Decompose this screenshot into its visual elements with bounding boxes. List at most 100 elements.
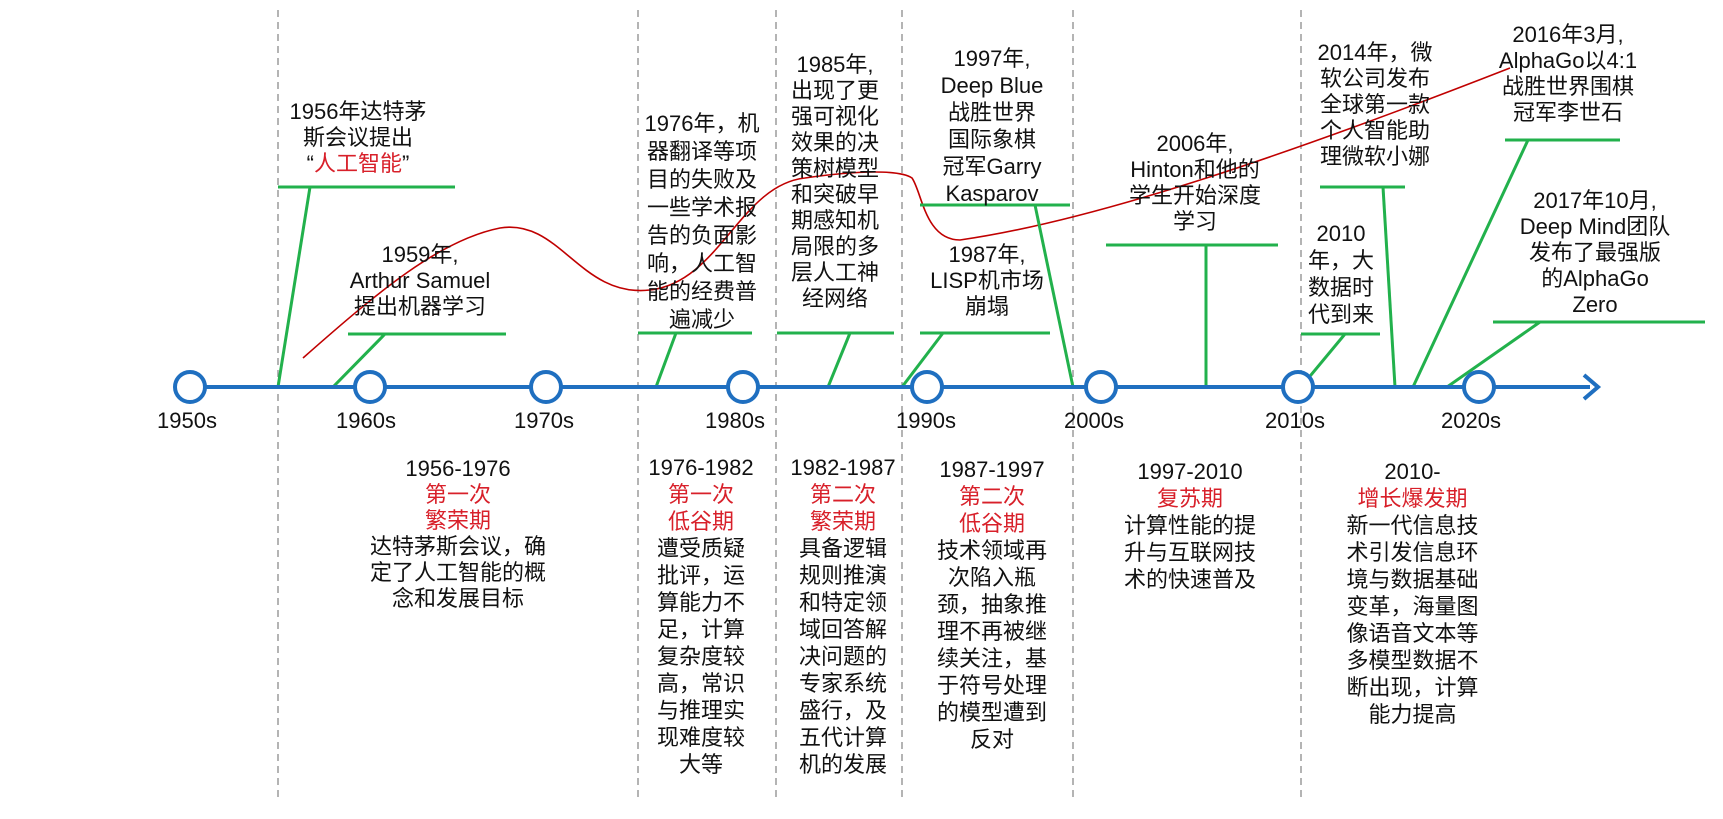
event-1959: 1959年, Arthur Samuel 提出机器学习 [325, 242, 515, 320]
leader-line [276, 186, 312, 388]
event-1959-line: 提出机器学习 [353, 294, 486, 319]
event-2010-line: 年，大 [1307, 248, 1374, 273]
period-2010: 2010- 增长爆发期 新一代信息技 术引发信息环 境与数据基础 变革，海量图 … [1320, 458, 1505, 728]
period-desc-line: 于符号处理 [936, 673, 1047, 698]
decade-marker [1281, 370, 1315, 404]
event-1976: 1976年，机 器翻译等项 目的失败及 一些学术报 告的负面影 响，人工智 能的… [632, 110, 772, 334]
leader-line [1033, 204, 1075, 388]
event-2016-line: 2016年3月, [1512, 22, 1624, 47]
event-1956-line: 1956年达特茅 [289, 99, 427, 124]
period-1987-1997: 1987-1997 第二次 低谷期 技术领域再 次陷入瓶 颈，抽象推 理不再被继… [917, 456, 1067, 753]
period-desc-line: 决问题的 [798, 644, 887, 669]
period-desc-line: 反对 [969, 727, 1014, 752]
period-desc-line: 理不再被继 [936, 619, 1047, 644]
event-1997-line: 冠军Garry [942, 154, 1042, 179]
period-name: 繁荣期 [424, 508, 491, 533]
event-2014: 2014年，微 软公司发布 全球第一款 个人智能助 理微软小娜 [1300, 40, 1450, 170]
event-2017-line: 发布了最强版 [1528, 240, 1661, 265]
decade-label: 2000s [1064, 408, 1124, 433]
event-1985-line: 策树模型 [790, 156, 879, 181]
period-1982-1987: 1982-1987 第二次 繁荣期 具备逻辑 规则推演 和特定领 域回答解 决问… [778, 454, 908, 778]
period-desc-line: 批评，运 [656, 563, 745, 588]
period-range: 1976-1982 [648, 455, 754, 480]
decade-label: 1960s [336, 408, 396, 433]
decade-marker [173, 370, 207, 404]
event-2014-line: 理微软小娜 [1319, 144, 1430, 169]
period-range: 1956-1976 [405, 456, 511, 481]
period-name: 第一次 [667, 482, 734, 507]
decade-label: 1950s [157, 408, 217, 433]
decade-label: 1980s [705, 408, 765, 433]
decade-label: 1970s [514, 408, 574, 433]
leader-line [1411, 139, 1530, 388]
event-1976-line: 1976年，机 [644, 111, 760, 136]
decade-label: 1990s [896, 408, 956, 433]
event-2017-line: 的AlphaGo [1541, 266, 1649, 291]
period-desc-line: 具备逻辑 [798, 536, 887, 561]
event-1956-highlight-line: “人工智能” [258, 151, 458, 177]
decade-marker [529, 370, 563, 404]
period-desc-line: 遭受质疑 [656, 536, 745, 561]
period-desc-line: 大等 [678, 752, 723, 777]
period-range: 2010- [1384, 459, 1441, 484]
leader-line [1446, 320, 1541, 389]
period-desc-line: 像语音文本等 [1346, 621, 1479, 646]
leader-line [900, 332, 945, 388]
event-1997-line: Kasparov [945, 181, 1039, 206]
event-2017-line: 2017年10月, [1533, 188, 1657, 213]
period-desc-line: 多模型数据不 [1346, 648, 1479, 673]
event-1987-line: 1987年, [948, 242, 1026, 267]
event-2014-line: 2014年，微 [1317, 40, 1433, 65]
period-name: 低谷期 [958, 511, 1025, 536]
period-desc-line: 与推理实 [656, 698, 745, 723]
event-2014-line: 个人智能助 [1319, 118, 1430, 143]
timeline-axis [175, 373, 1602, 401]
decade-markers [173, 370, 1496, 404]
event-2017-line: Zero [1572, 292, 1618, 317]
period-range: 1987-1997 [939, 457, 1045, 482]
event-2010-line: 2010 [1316, 221, 1366, 246]
leader-line [654, 332, 678, 388]
event-2006-line: Hinton和他的 [1130, 157, 1260, 182]
decade-label: 2010s [1265, 408, 1325, 433]
period-desc-line: 和特定领 [798, 590, 887, 615]
period-desc-line: 专家系统 [798, 671, 887, 696]
period-desc-line: 足，计算 [656, 617, 745, 642]
period-desc-line: 变革，海量图 [1346, 594, 1479, 619]
event-2017: 2017年10月, Deep Mind团队 发布了最强版 的AlphaGo Ze… [1500, 188, 1690, 318]
event-2016: 2016年3月, AlphaGo以4:1 战胜世界围棋 冠军李世石 [1478, 22, 1658, 126]
period-desc-line: 规则推演 [798, 563, 887, 588]
period-name: 增长爆发期 [1357, 486, 1468, 511]
period-desc-line: 术的快速普及 [1123, 567, 1256, 592]
event-2016-line: 战胜世界围棋 [1501, 74, 1634, 99]
event-1976-line: 遍减少 [668, 307, 735, 332]
event-1985-line: 局限的多 [790, 234, 879, 259]
event-1985-line: 层人工神 [790, 260, 879, 285]
decade-marker [1462, 370, 1496, 404]
period-1976-1982: 1976-1982 第一次 低谷期 遭受质疑 批评，运 算能力不 足，计算 复杂… [636, 454, 766, 778]
event-1985-line: 效果的决 [790, 130, 879, 155]
event-1985-line: 和突破早 [790, 182, 879, 207]
event-2014-line: 全球第一款 [1319, 92, 1430, 117]
event-1987: 1987年, LISP机市场 崩塌 [912, 242, 1062, 320]
event-1987-line: 崩塌 [964, 294, 1009, 319]
period-desc-line: 高，常识 [656, 671, 745, 696]
period-desc-line: 机的发展 [798, 752, 887, 777]
period-1997-2010: 1997-2010 复苏期 计算性能的提 升与互联网技 术的快速普及 [1100, 458, 1280, 593]
period-desc-line: 现难度较 [656, 725, 745, 750]
leader-line [331, 332, 387, 389]
decade-marker [1084, 370, 1118, 404]
period-range: 1982-1987 [790, 455, 896, 480]
event-1976-line: 器翻译等项 [646, 139, 757, 164]
event-1959-line: Arthur Samuel [349, 268, 491, 293]
event-1985-line: 经网络 [801, 286, 868, 311]
quote-open: “ [306, 151, 314, 176]
period-desc-line: 新一代信息技 [1346, 513, 1479, 538]
period-name: 第二次 [809, 482, 876, 507]
period-desc-line: 五代计算 [798, 725, 887, 750]
event-1985: 1985年, 出现了更 强可视化 效果的决 策树模型 和突破早 期感知机 局限的… [775, 52, 895, 312]
period-desc-line: 盛行，及 [798, 698, 887, 723]
period-desc-line: 的模型遭到 [936, 700, 1047, 725]
period-desc-line: 颈，抽象推 [936, 592, 1047, 617]
event-1985-line: 出现了更 [790, 78, 879, 103]
